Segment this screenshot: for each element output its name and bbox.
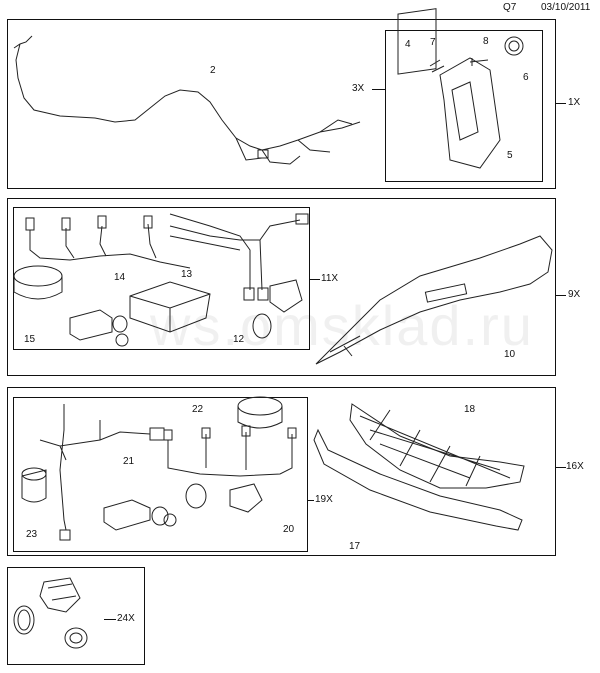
header-date: 03/10/2011 [541,2,591,13]
callout-23: 23 [26,529,38,540]
callout-4: 4 [405,39,411,50]
buzzer-15-illustration [13,265,63,287]
callout-14: 14 [114,272,126,283]
callout-17: 17 [349,541,361,552]
header-code: Q7 [503,2,517,13]
bracket-5-illustration [439,57,501,169]
panel-3 [7,387,556,556]
group-label-1x: 1X [568,97,581,108]
callout-21: 21 [123,456,135,467]
leader-1x [556,103,566,104]
sensor-6-illustration [504,36,524,56]
leader-3x [372,89,385,90]
panel-1 [7,19,556,189]
leader-11x [310,279,320,280]
group-label-11x: 11X [321,273,339,284]
panel-3-inset [13,397,308,552]
harness-20-illustration [167,432,293,477]
buzzer-23-illustration [21,469,47,503]
group-label-9x: 9X [568,289,581,300]
module-4-illustration [397,8,437,75]
harness-2-illustration [13,35,361,151]
screw-8-illustration [469,58,489,66]
callout-8: 8 [483,36,489,47]
leader-24x [104,619,116,620]
buzzer-22-illustration [237,396,283,416]
ring-24-illustration [13,605,35,635]
callout-20: 20 [283,524,295,535]
clip-24-illustration [39,577,81,613]
harness-21-illustration [39,404,151,531]
sensor-14-illustration [69,309,113,341]
callout-2: 2 [210,65,216,76]
callout-15: 15 [24,334,36,345]
callout-6: 6 [523,72,529,83]
callout-12: 12 [233,334,245,345]
panel-4 [7,567,145,665]
callout-22: 22 [192,404,204,415]
harness-13-illustration [29,223,191,269]
leader-9x [556,295,566,296]
module-12-illustration [129,281,211,333]
bumper-10-illustration [315,235,553,365]
grille-18-illustration [349,403,525,489]
callout-5: 5 [507,150,513,161]
leader-19x [308,500,314,501]
group-label-3x: 3X [352,83,365,94]
panel-2 [7,198,556,376]
callout-10: 10 [504,349,516,360]
group-label-16x: 16X [566,461,584,472]
callout-7: 7 [430,37,436,48]
group-label-24x: 24X [117,613,135,624]
cap-24-illustration [64,627,88,649]
trim-17-illustration [313,428,523,531]
panel-1-inset [385,30,543,182]
callout-13: 13 [181,269,193,280]
leader-16x [556,467,566,468]
group-label-19x: 19X [315,494,333,505]
callout-18: 18 [464,404,476,415]
